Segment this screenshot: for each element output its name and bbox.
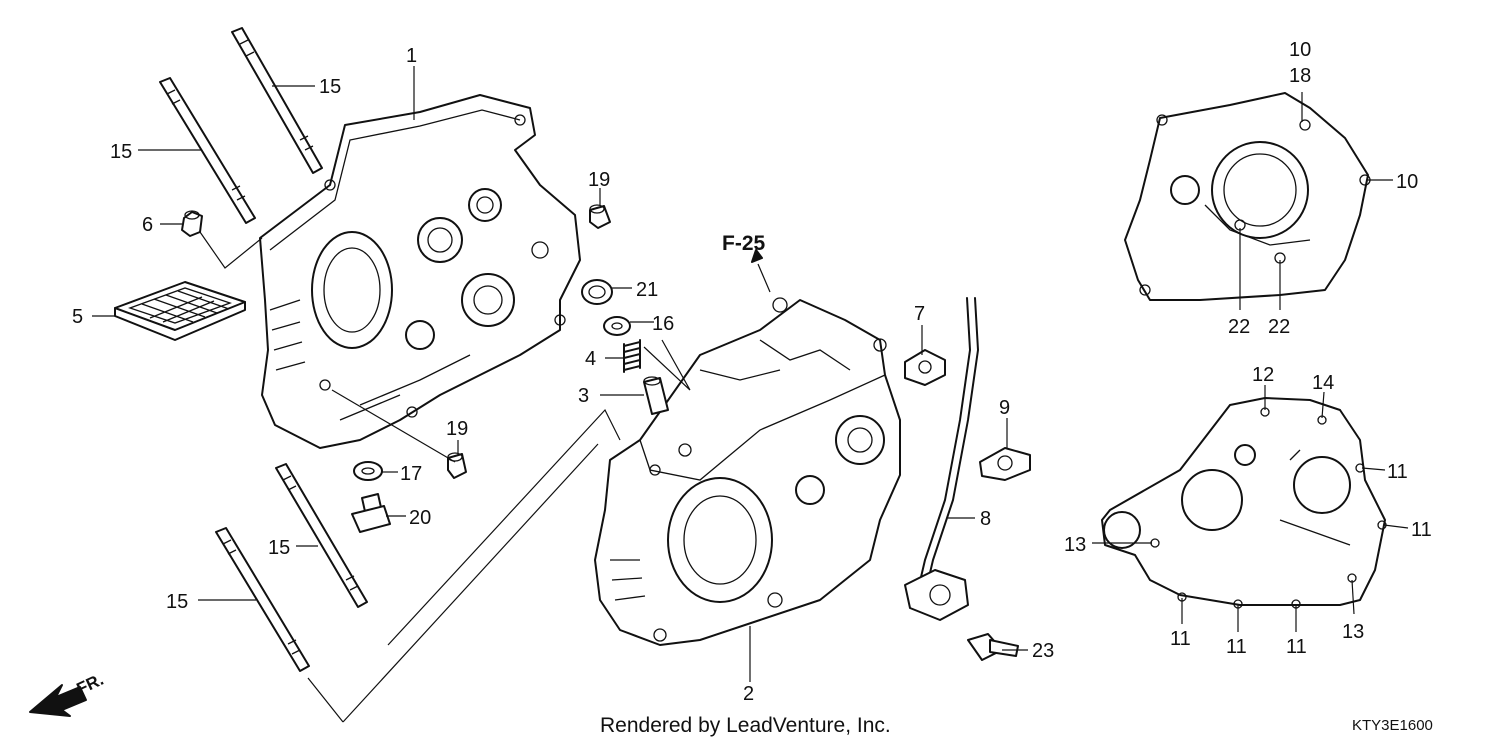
dowel-pin-19-lower[interactable]: [447, 452, 467, 479]
callout-13-left: 13: [1064, 534, 1086, 556]
right-crankcase[interactable]: [594, 297, 901, 646]
callout-16: 16: [652, 313, 674, 335]
reference-arrow: [751, 249, 771, 293]
clamp-9[interactable]: [979, 447, 1031, 481]
callout-15-c: 15: [268, 537, 290, 559]
callout-labels: 1 2 3 4 5 6 7 8 9 10 10 11 11 11 11 11 1…: [72, 39, 1432, 705]
bolt-23[interactable]: [967, 633, 1019, 661]
callout-22-b: 22: [1268, 316, 1290, 338]
callout-20: 20: [409, 507, 431, 529]
callout-11-a: 11: [1387, 461, 1408, 483]
callout-6: 6: [142, 214, 153, 236]
left-crankcase[interactable]: [259, 94, 581, 449]
callout-19-lower: 19: [446, 418, 468, 440]
callout-18: 18: [1289, 65, 1311, 87]
callout-3: 3: [578, 385, 589, 407]
callout-1: 1: [406, 45, 417, 67]
callout-13-bottom: 13: [1342, 621, 1364, 643]
leader-lines: [92, 66, 1409, 723]
callout-15-a: 15: [319, 76, 341, 98]
callout-15-d: 15: [166, 591, 188, 613]
callout-11-c: 11: [1170, 628, 1191, 650]
callout-5: 5: [72, 306, 83, 328]
breather-tube-8[interactable]: [904, 297, 979, 621]
callout-8: 8: [980, 508, 991, 530]
callout-12: 12: [1252, 364, 1274, 386]
callout-11-e: 11: [1286, 636, 1307, 658]
callout-15-b: 15: [110, 141, 132, 163]
callout-23: 23: [1032, 640, 1054, 662]
dowel-pin-19-upper[interactable]: [589, 204, 611, 229]
callout-11-d: 11: [1226, 636, 1247, 658]
callout-10-right: 10: [1396, 171, 1418, 193]
collar-3[interactable]: [643, 376, 669, 415]
callout-19-upper: 19: [588, 169, 610, 191]
crankcase-cover-gasket[interactable]: [1124, 92, 1371, 301]
callout-2: 2: [743, 683, 754, 705]
oil-strainer-screen[interactable]: [114, 281, 246, 341]
callout-17: 17: [400, 463, 422, 485]
callout-22-a: 22: [1228, 316, 1250, 338]
credit-text: Rendered by LeadVenture, Inc.: [600, 714, 891, 737]
drain-bolt-20[interactable]: [351, 493, 391, 533]
callout-10-top: 10: [1289, 39, 1311, 61]
front-direction-arrow: FR.: [29, 670, 107, 717]
washer-16[interactable]: [603, 316, 631, 336]
dowel-pin-6[interactable]: [181, 210, 203, 237]
stud-bolt-upper-left[interactable]: [159, 77, 256, 224]
callout-14: 14: [1312, 372, 1334, 394]
spring-4[interactable]: [623, 339, 641, 373]
diagram-code: KTY3E1600: [1352, 717, 1433, 734]
callout-4: 4: [585, 348, 596, 370]
washer-17[interactable]: [353, 461, 383, 481]
washer-21[interactable]: [581, 279, 613, 305]
callout-7: 7: [914, 303, 925, 325]
stud-bolt-upper-right[interactable]: [231, 27, 323, 174]
crankcase-gasket-lower[interactable]: [1101, 397, 1387, 609]
clamp-7[interactable]: [904, 349, 946, 386]
callout-9: 9: [999, 397, 1010, 419]
callout-21: 21: [636, 279, 658, 301]
stud-bolt-lower-right[interactable]: [275, 463, 368, 608]
reference-f25: F-25: [722, 232, 766, 255]
callout-11-b: 11: [1411, 519, 1432, 541]
stud-bolt-lower-left[interactable]: [215, 527, 310, 672]
